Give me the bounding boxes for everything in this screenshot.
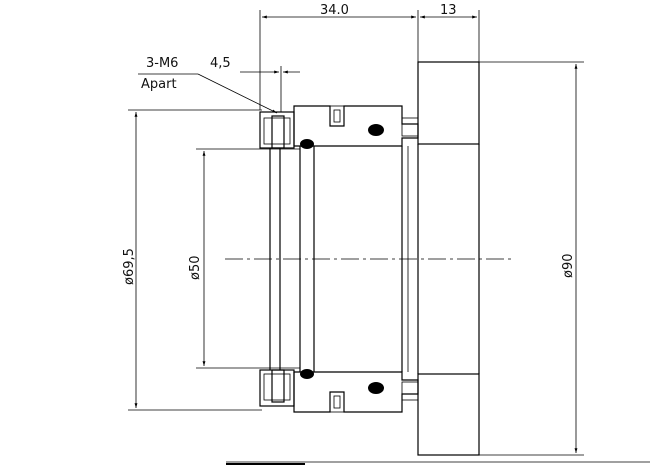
dimension-width-body: 34.0 [259,3,419,110]
thread-callout: 3-M6 Apart [138,56,278,114]
thread-note-spacing: Apart [141,77,177,92]
dimension-diameter-bore: ø50 [188,148,300,369]
friction-disc [417,61,480,456]
dimension-offset: 4,5 [210,56,300,112]
housing-upper [259,105,419,149]
thread-note-size: 3-M6 [146,56,178,71]
dimension-diameter-disc: ø90 [479,61,584,456]
dimension-label-offset: 4,5 [210,56,231,71]
dimension-label-bore-diameter: ø50 [188,256,203,281]
dimension-label-body-diameter: ø69,5 [122,248,137,285]
dimension-diameter-body: ø69,5 [122,109,262,411]
dimension-label-body-width: 34.0 [320,3,349,18]
dimension-label-disc-width: 13 [440,3,457,18]
bore-walls [269,146,409,372]
dimension-width-disc: 13 [420,3,480,62]
housing-lower [259,369,419,413]
dimension-label-disc-diameter: ø90 [561,254,576,279]
